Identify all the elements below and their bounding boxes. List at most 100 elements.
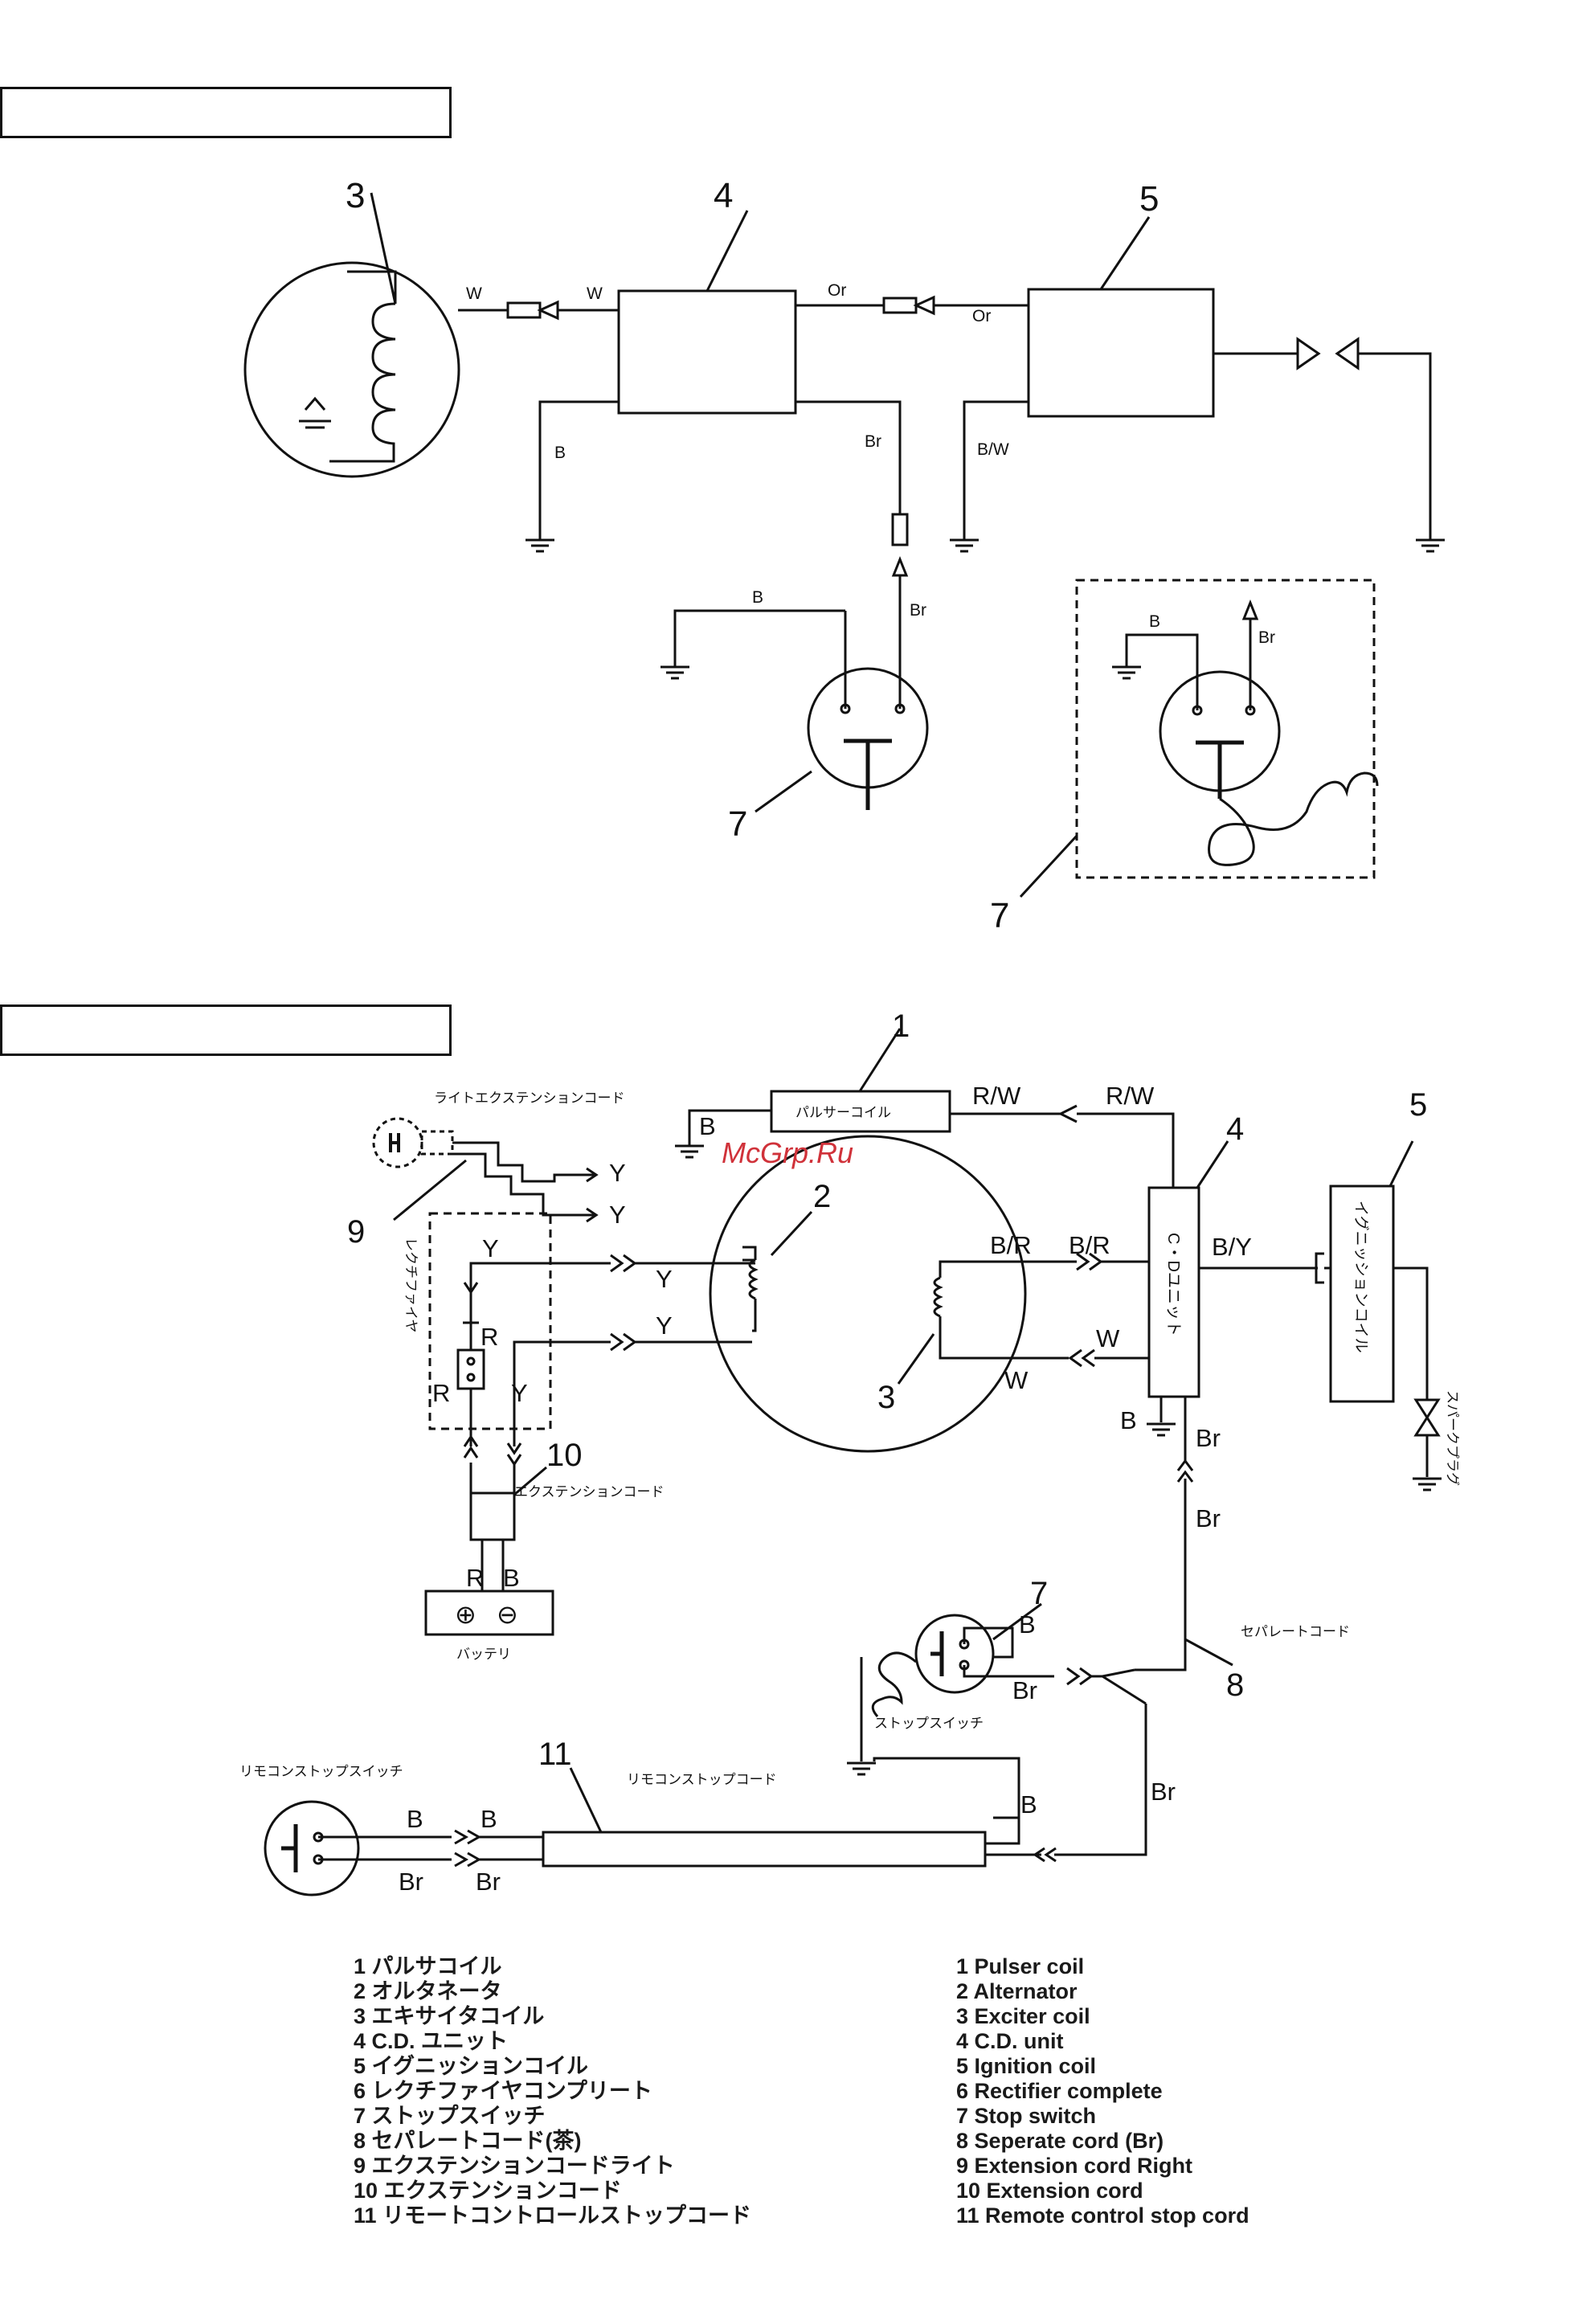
callout-10: 10 — [546, 1438, 583, 1473]
legend-en-item: 2 Alternator — [956, 1979, 1078, 2003]
spark-plug-symbol — [1413, 1398, 1441, 1437]
callout-8: 8 — [1226, 1667, 1244, 1703]
wire-b-rem1: B — [407, 1805, 423, 1833]
battery-minus: ⊖ — [497, 1600, 518, 1629]
battery-box — [424, 1590, 554, 1636]
legend-en-item: 3 Exciter coil — [956, 2004, 1090, 2028]
wire-b-sw: B — [1019, 1610, 1036, 1639]
callout-4: 4 — [1226, 1111, 1244, 1147]
top-callout-7a: 7 — [728, 804, 747, 844]
leader-4 — [1196, 1140, 1229, 1189]
remote-cord-bar — [542, 1831, 987, 1868]
top-callout-4: 4 — [714, 176, 733, 215]
leader-2 — [770, 1210, 813, 1257]
leader-9 — [393, 1159, 467, 1221]
label-separate-cord: セパレートコード — [1241, 1624, 1350, 1639]
section-header-top — [0, 87, 452, 138]
top-leader-7a — [755, 770, 812, 813]
top-wire-w1: W — [466, 284, 482, 303]
wire-w1: W — [1096, 1324, 1120, 1352]
legend-jp-item: 6 レクチファイヤコンプリート — [354, 2079, 652, 2103]
label-spark-plug: スパークプラグ — [1445, 1390, 1460, 1486]
wire-y3: Y — [482, 1234, 499, 1262]
wire-br-rem1: Br — [399, 1868, 423, 1896]
legend-jp-item: 5 イグニッションコイル — [354, 2054, 588, 2078]
top-callout-7b: 7 — [990, 896, 1009, 935]
ignition-coil-box — [1329, 1185, 1395, 1403]
top-leader-4 — [705, 210, 749, 292]
top-unit-5 — [1027, 288, 1215, 418]
rectifier-component — [456, 1348, 485, 1390]
wire-rw1: R/W — [972, 1082, 1021, 1110]
wire-y4: Y — [656, 1265, 673, 1293]
alternator-circle — [709, 1135, 1027, 1453]
label-light-extension: ライトエクステンションコード — [434, 1090, 625, 1106]
top-connector-br — [891, 513, 909, 546]
wire-r3: R — [466, 1564, 484, 1592]
wire-b-rem2: B — [481, 1805, 497, 1833]
leader-1 — [858, 1028, 902, 1092]
label-stop-switch: ストップスイッチ — [874, 1716, 984, 1731]
legend-japanese: 1 パルサコイル 2 オルタネータ 3 エキサイタコイル 4 C.D. ユニット… — [354, 1954, 751, 2228]
top-callout-3: 3 — [346, 176, 365, 215]
top-wire-or1: Or — [828, 281, 846, 300]
legend-jp-item: 10 エクステンションコード — [354, 2179, 622, 2203]
top-flywheel — [243, 261, 460, 478]
cd-unit-box — [1147, 1186, 1200, 1398]
battery-plus: ⊕ — [455, 1600, 476, 1629]
top-leader-5 — [1099, 216, 1151, 290]
top-wire-bw: B/W — [977, 440, 1009, 459]
top-leader-7b — [1019, 834, 1078, 898]
top-callout-5: 5 — [1139, 179, 1159, 219]
legend-jp-item: 9 エクステンションコードライト — [354, 2154, 675, 2178]
callout-3: 3 — [877, 1380, 895, 1415]
leader-7 — [992, 1602, 1042, 1641]
callout-2: 2 — [813, 1179, 831, 1214]
legend-en-item: 5 Ignition coil — [956, 2054, 1096, 2078]
label-ignition-coil: イグニッションコイル — [1352, 1201, 1370, 1353]
legend-jp-item: 2 オルタネータ — [354, 1979, 502, 2003]
top-wire-b1: B — [554, 444, 566, 462]
bottom-diagram — [264, 1028, 1443, 1896]
label-rectifier: レクチファイヤ — [403, 1238, 419, 1333]
wire-r1: R — [481, 1323, 498, 1351]
label-extension-cord: エクステンションコード — [514, 1484, 665, 1500]
top-wire-br2: Br — [910, 601, 926, 620]
wire-r2: R — [432, 1379, 450, 1407]
label-remote-cord: リモコンストップコード — [627, 1772, 777, 1787]
leader-8 — [1184, 1638, 1233, 1667]
wire-rw2: R/W — [1106, 1082, 1155, 1110]
legend-en-item: 9 Extension cord Right — [956, 2154, 1193, 2178]
light-extension-plug — [372, 1117, 423, 1168]
wire-y5: Y — [656, 1311, 673, 1340]
legend-en-item: 1 Pulser coil — [956, 1954, 1085, 1978]
top-coil-ground — [299, 396, 331, 429]
top-connector-or — [882, 297, 918, 314]
leader-5 — [1388, 1140, 1414, 1187]
top-wire-br1: Br — [865, 432, 881, 451]
wire-br-rem2: Br — [476, 1868, 501, 1896]
exciter-coil — [933, 1276, 943, 1318]
watermark: McGrp.Ru — [722, 1136, 854, 1169]
wire-br-sw: Br — [1012, 1676, 1037, 1704]
label-remote-stop-switch: リモコンストップスイッチ — [239, 1764, 403, 1779]
legend-jp-item: 1 パルサコイル — [354, 1954, 502, 1978]
legend-jp-item: 4 C.D. ユニット — [354, 2029, 509, 2053]
wire-br-right: Br — [1151, 1778, 1176, 1806]
callout-5: 5 — [1409, 1087, 1427, 1123]
wire-y2: Y — [609, 1201, 626, 1229]
callout-7: 7 — [1030, 1576, 1048, 1611]
top-wire-or2: Or — [972, 307, 991, 325]
label-pulser-coil: パルサーコイル — [795, 1105, 891, 1120]
wire-b-cdi: B — [1120, 1406, 1137, 1434]
legend-jp-item: 11 リモートコントロールストップコード — [354, 2203, 752, 2228]
legend-jp-item: 8 セパレートコード(茶) — [354, 2129, 582, 2153]
wire-y6: Y — [511, 1379, 528, 1407]
wire-b-pulser: B — [699, 1112, 716, 1140]
extension-cord-box — [469, 1491, 516, 1541]
wire-by: B/Y — [1212, 1233, 1252, 1261]
legend-en-item: 8 Seperate cord (Br) — [956, 2129, 1164, 2153]
wire-br-b: B/R — [1069, 1231, 1110, 1259]
remote-stop-switch-circle — [264, 1800, 360, 1896]
top-spark-gap — [1296, 337, 1360, 370]
